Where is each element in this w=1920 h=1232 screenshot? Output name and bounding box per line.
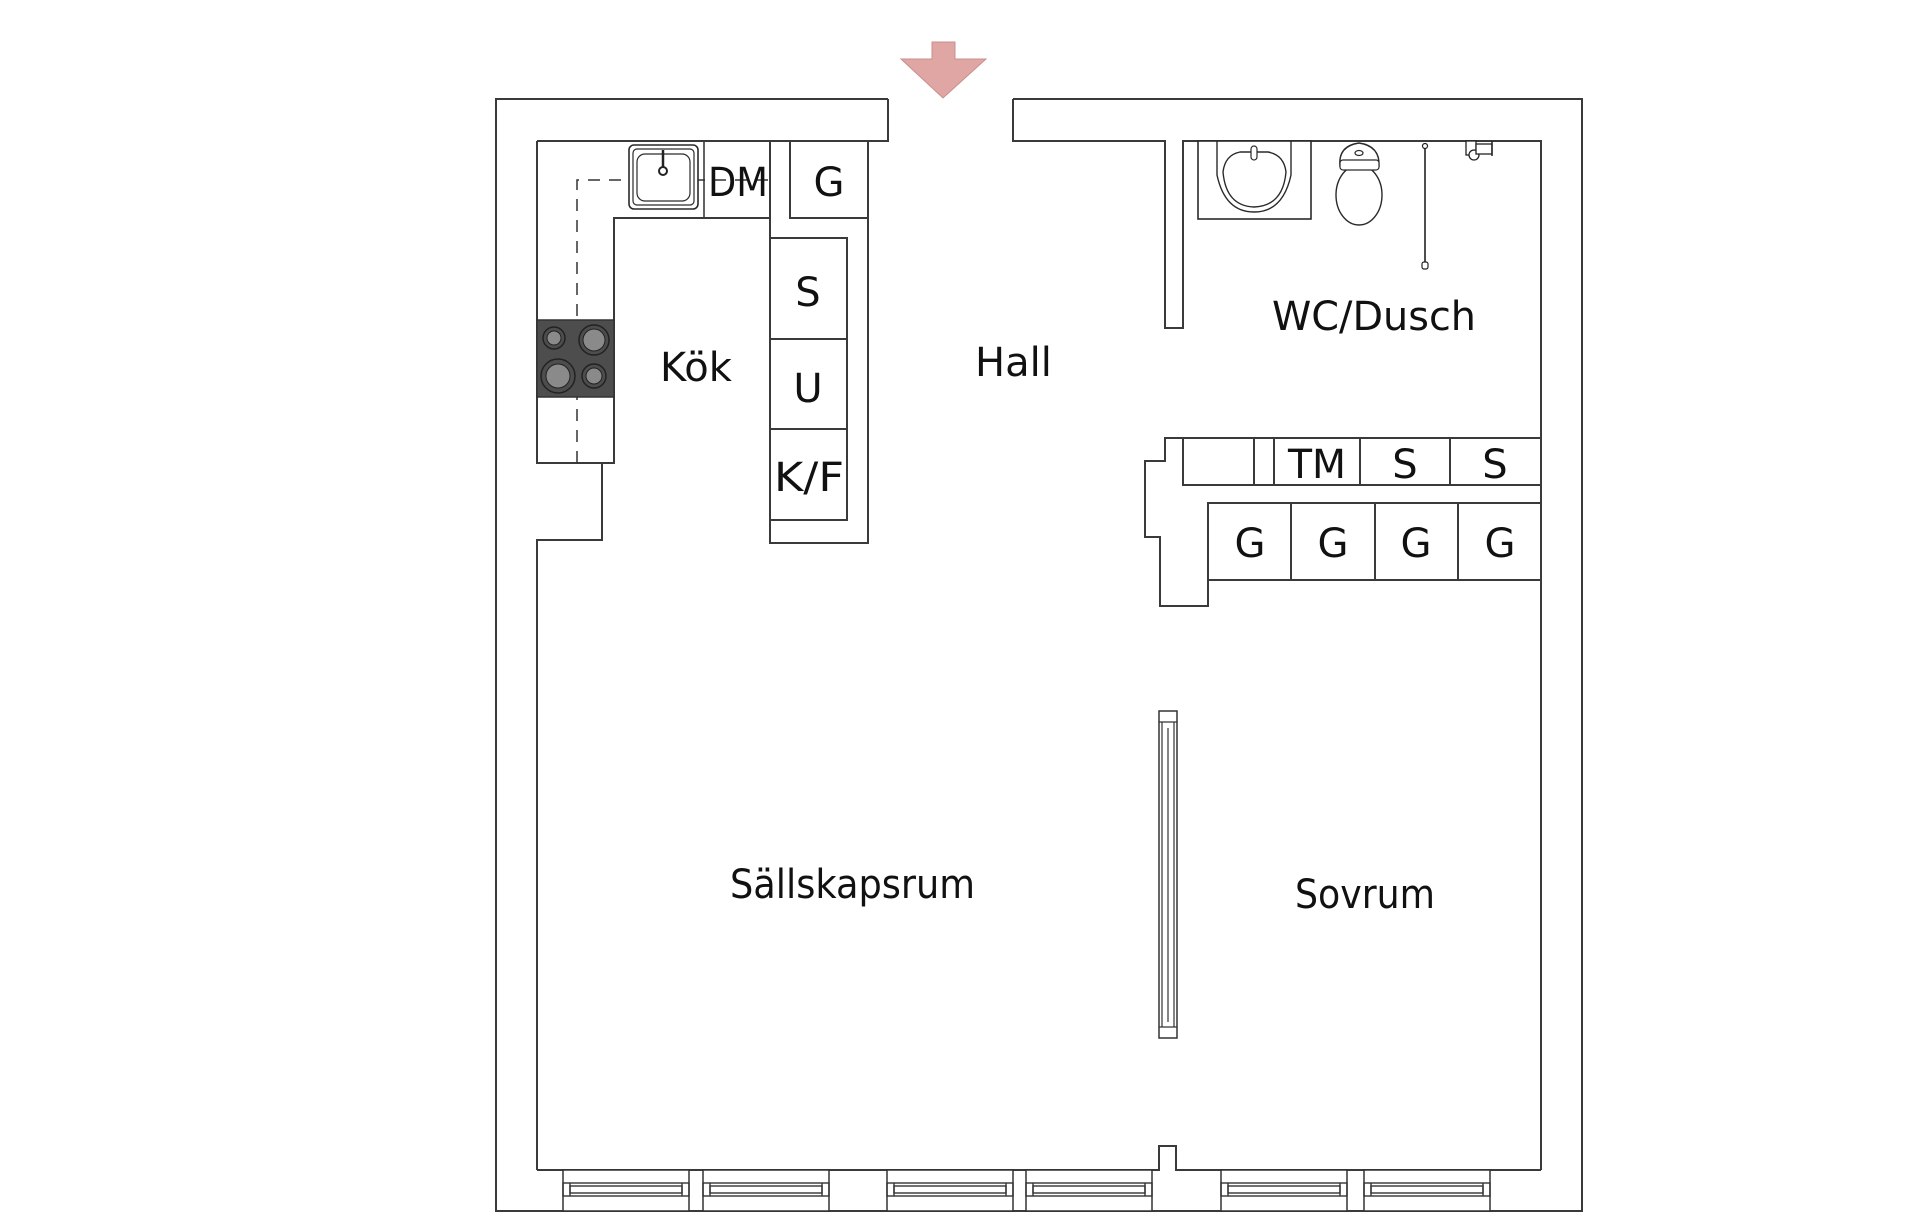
- shower-rod-icon: [1421, 142, 1429, 270]
- washbasin-icon: [1197, 140, 1312, 220]
- label-kitchen-wardrobe: G: [814, 160, 845, 206]
- shower-mixer-icon: [1465, 140, 1493, 161]
- room-label-bathroom: WC/Dusch: [1272, 294, 1476, 340]
- fridge-freezer: [769, 428, 848, 521]
- inner-wall-bottom: [537, 1145, 1541, 1171]
- window-part: [702, 1182, 830, 1197]
- room-label-kitchen: Kök: [660, 345, 733, 391]
- window-part: [702, 1169, 830, 1212]
- room-label-bedroom: Sovrum: [1295, 872, 1435, 918]
- outer-wall: [495, 98, 1583, 1212]
- window-part: [1025, 1182, 1153, 1197]
- label-wardrobe-g-4: G: [1485, 521, 1516, 567]
- toilet-icon: [1335, 142, 1383, 226]
- wardrobe-g-4: [1457, 502, 1542, 581]
- window-part: [1025, 1169, 1153, 1212]
- inner-wall-entrance-right: [1012, 99, 1542, 1170]
- room-label-living-room: Sällskapsrum: [730, 862, 975, 908]
- label-cabinet-s: S: [795, 270, 820, 316]
- window-part: [1363, 1182, 1491, 1197]
- storage-wall: [1144, 437, 1541, 607]
- inner-wall-entrance-left: [537, 99, 889, 142]
- inner-wall-left: [536, 463, 603, 1170]
- label-wardrobe-g-1: G: [1235, 521, 1266, 567]
- label-storage-s-1: S: [1392, 442, 1417, 488]
- window-part: [562, 1182, 690, 1197]
- storage-blank-box: [1182, 437, 1255, 486]
- window-part: [886, 1182, 1014, 1197]
- windows: [562, 1169, 1491, 1212]
- window-icon: [1363, 1169, 1491, 1212]
- room-label-hall: Hall: [975, 340, 1052, 386]
- sliding-partition: [1158, 710, 1178, 1039]
- label-washing-machine: TM: [1287, 442, 1346, 488]
- kitchen-counter: [536, 140, 771, 464]
- label-wardrobe-g-3: G: [1401, 521, 1432, 567]
- kitchen-sink-icon: [628, 144, 699, 210]
- storage-s-2: [1449, 437, 1542, 486]
- label-storage-s-2: S: [1482, 442, 1507, 488]
- window-part: [886, 1169, 1014, 1212]
- label-dishwasher: DM: [708, 160, 768, 206]
- window-icon: [1220, 1169, 1348, 1212]
- window-icon: [562, 1169, 690, 1212]
- window-part: [562, 1169, 690, 1212]
- window-icon: [886, 1169, 1014, 1212]
- stove-icon: [536, 319, 615, 398]
- label-wardrobe-g-2: G: [1318, 521, 1349, 567]
- entrance-arrow-icon: [899, 41, 988, 99]
- label-cabinet-u: U: [793, 366, 822, 412]
- window-part: [1220, 1169, 1348, 1212]
- window-icon: [1025, 1169, 1153, 1212]
- window-part: [1363, 1169, 1491, 1212]
- window-part: [1220, 1182, 1348, 1197]
- label-fridge-freezer: K/F: [774, 455, 844, 501]
- window-icon: [702, 1169, 830, 1212]
